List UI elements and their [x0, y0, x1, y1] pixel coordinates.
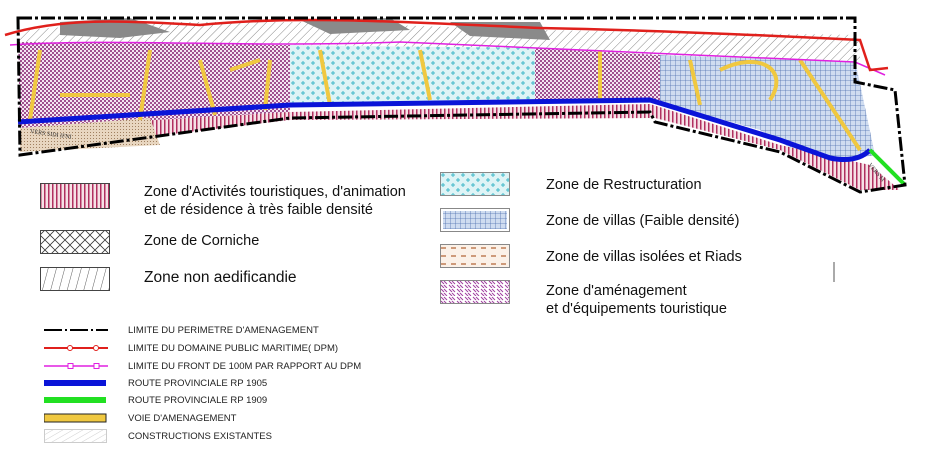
road-label-west: VERS SIDI IFNI: [30, 129, 72, 141]
legend-label: et d'équipements touristique: [546, 301, 727, 317]
zone-amenagement-center: [535, 48, 660, 100]
legend-dpm: LIMITE DU DOMAINE PUBLIC MARITIME( DPM): [44, 339, 338, 357]
legend-label: ROUTE PROVINCIALE RP 1905: [128, 377, 268, 389]
legend-front-100m: LIMITE DU FRONT DE 100M PAR RAPPORT AU D…: [44, 357, 361, 375]
front-100m-line: [9, 41, 886, 76]
zone-amenagement-west: [18, 40, 290, 128]
legend-label: LIMITE DU FRONT DE 100M PAR RAPPORT AU D…: [128, 360, 362, 372]
legend-label: Zone non aedificandie: [144, 269, 297, 286]
legend-rp1905: ROUTE PROVINCIALE RP 1905: [44, 374, 267, 392]
zone-villas-isolees: [20, 118, 160, 152]
legend-zone-non-aedificandie: Zone non aedificandie: [40, 267, 297, 291]
zone-tourism-low-density: [20, 104, 900, 190]
legend-label: LIMITE DU PERIMETRE D'AMENAGEMENT: [128, 324, 319, 336]
legend-label: ROUTE PROVINCIALE RP 1909: [128, 394, 268, 406]
perimeter-line: [16, 16, 907, 194]
route-rp1905: [17, 97, 872, 163]
legend-label: Zone de villas (Faible densité): [546, 213, 740, 229]
legend-label: CONSTRUCTIONS EXISTANTES: [128, 430, 272, 442]
route-rp1909: [868, 148, 907, 187]
legend-constructions: CONSTRUCTIONS EXISTANTES: [44, 427, 272, 445]
legend-label: VOIE D'AMENAGEMENT: [128, 412, 237, 424]
dpm-line: [4, 18, 889, 72]
voies-amenagement: [28, 49, 862, 152]
legend-zone-restructuration: Zone de Restructuration: [440, 172, 702, 196]
legend-zone-tourism: Zone d'Activités touristiques, d'animati…: [40, 183, 406, 219]
legend-perimeter: LIMITE DU PERIMETRE D'AMENAGEMENT: [44, 321, 319, 339]
legend-voie: VOIE D'AMENAGEMENT: [44, 409, 236, 427]
legend-label: Zone de Corniche: [144, 233, 260, 249]
legend-zone-corniche: Zone de Corniche: [40, 230, 259, 254]
legend-label: Zone d'Activités touristiques, d'animati…: [144, 184, 406, 200]
legend-label: et de résidence à très faible densité: [144, 202, 373, 218]
legend-zone-amenagement: Zone d'aménagement et d'équipements touri…: [440, 280, 727, 318]
zone-restructuration: [290, 45, 535, 106]
legend-label: Zone de Restructuration: [546, 177, 702, 193]
legend-rp1909: ROUTE PROVINCIALE RP 1909: [44, 391, 267, 409]
legend-zone-villas-isolees: Zone de villas isolées et Riads: [440, 244, 742, 268]
legend-label: LIMITE DU DOMAINE PUBLIC MARITIME( DPM): [128, 342, 339, 354]
legend-label: Zone de villas isolées et Riads: [546, 249, 742, 265]
legend-label: Zone d'aménagement: [546, 283, 687, 299]
legend-zone-villas: Zone de villas (Faible densité): [440, 208, 739, 232]
zone-villas: [660, 55, 875, 165]
